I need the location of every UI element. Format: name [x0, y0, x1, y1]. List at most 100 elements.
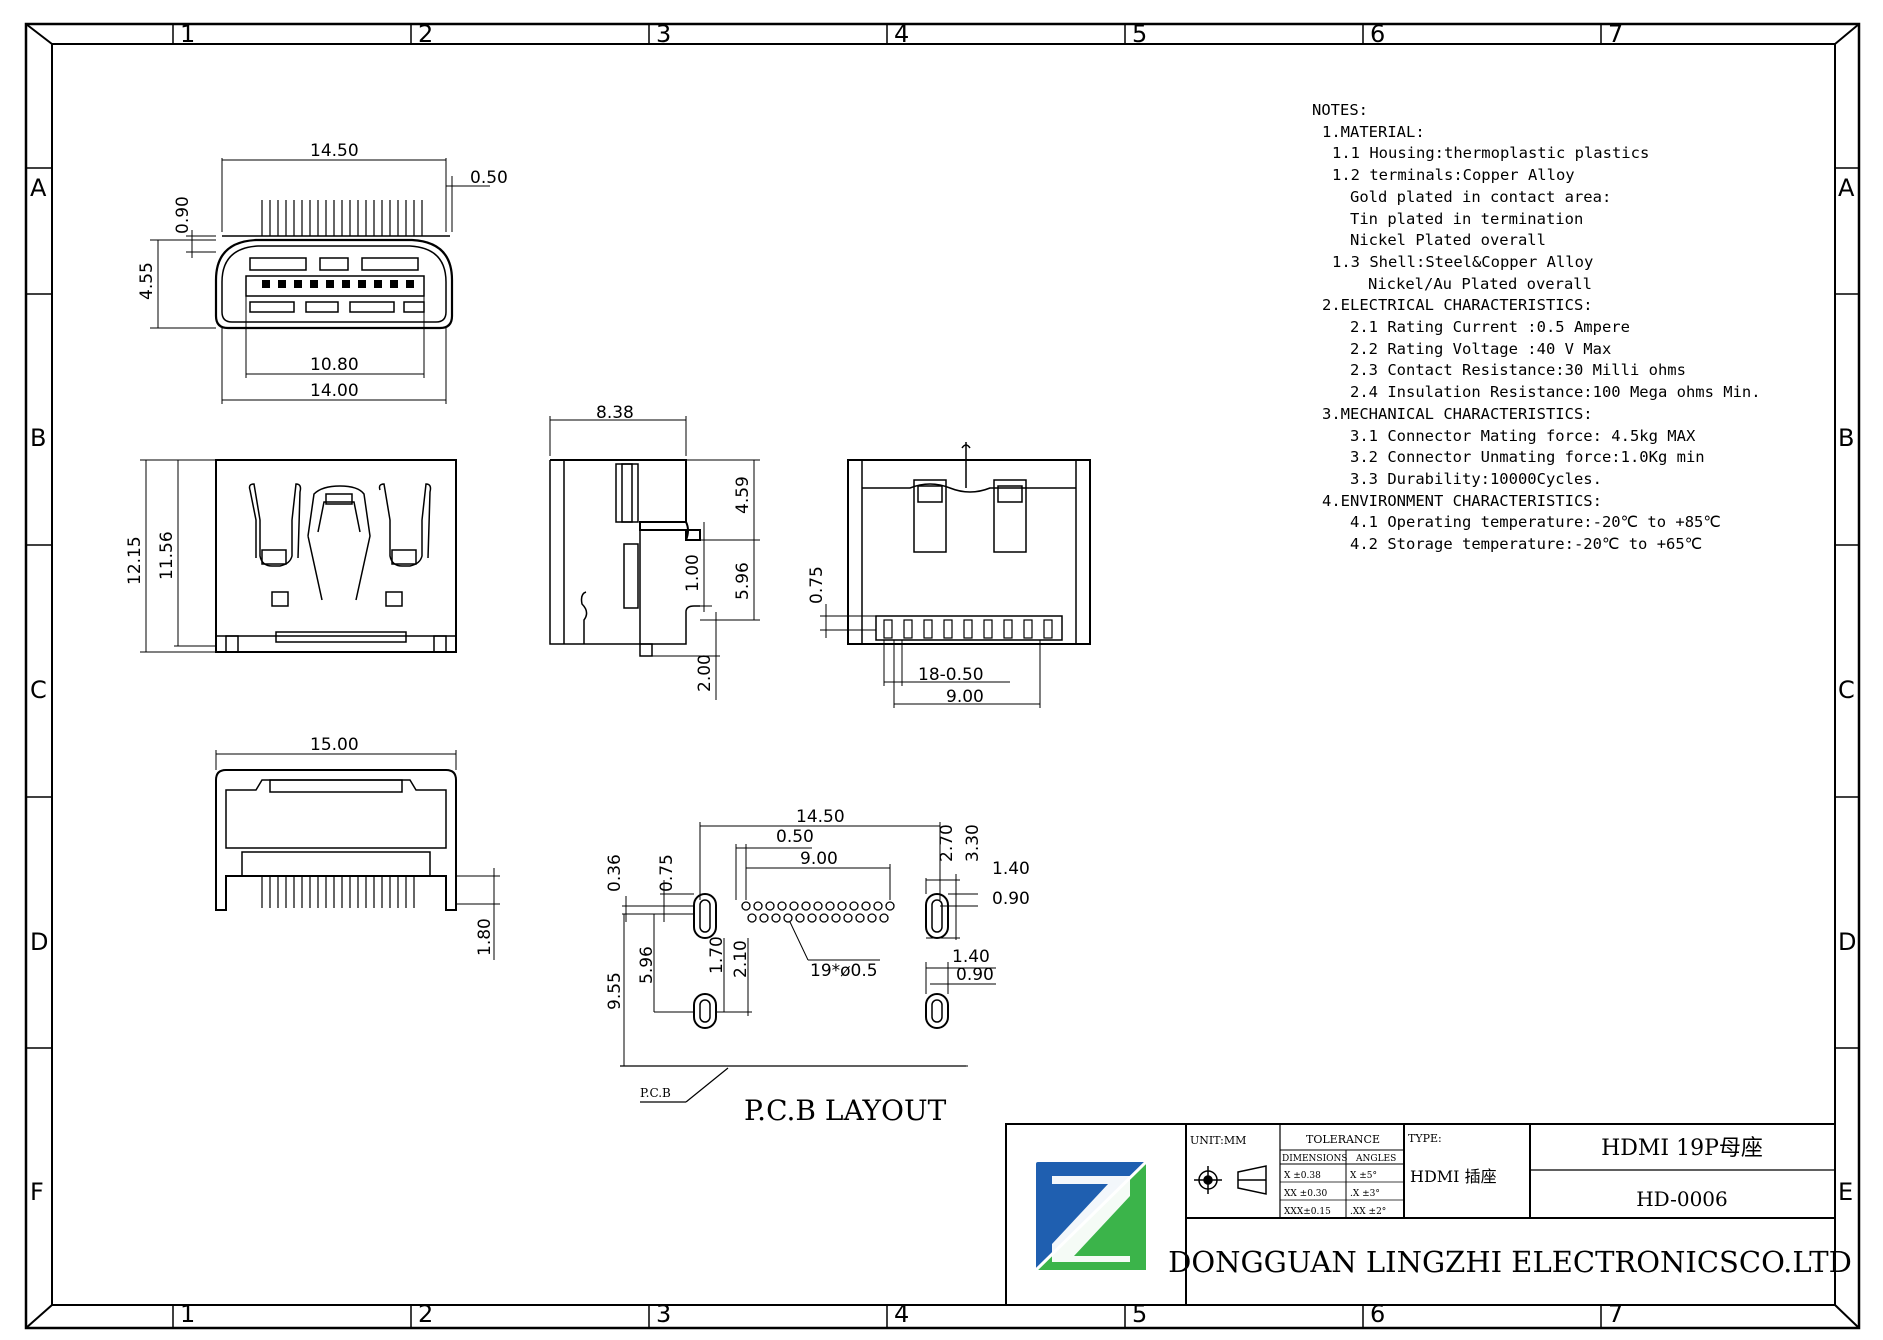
tol-dim-2: XXX±0.15: [1284, 1207, 1331, 1217]
type-value: HDMI 插座: [1410, 1167, 1497, 1186]
note-line: 4.1 Operating temperature:-20℃ to +85℃: [1350, 513, 1721, 532]
dim-pcb-slot-h2: 0.90: [956, 965, 994, 985]
dim-front-inner-width: 10.80: [310, 355, 359, 375]
pcb-layout-title: P.C.B LAYOUT: [744, 1094, 947, 1127]
grid-col-1: 1: [180, 20, 195, 48]
dim-top-body-height: 11.56: [157, 531, 177, 580]
note-line: NOTES:: [1312, 101, 1368, 119]
dim-rear-offset: 0.75: [807, 566, 827, 604]
dim-pcb-slot-w1: 1.40: [992, 859, 1030, 879]
dim-pcb-holes: 19*ø0.5: [810, 961, 878, 981]
note-line: Tin plated in termination: [1350, 209, 1584, 228]
dim-front-bottom-width: 14.00: [310, 381, 359, 401]
dim-pcb-width: 14.50: [796, 807, 845, 827]
dim-side-pin: 2.00: [695, 654, 715, 692]
tol-ang-1: .X ±3°: [1350, 1189, 1380, 1199]
tol-ang-2: .XX ±2°: [1350, 1207, 1386, 1217]
dim-side-slot: 1.00: [683, 554, 703, 592]
grid-col-7-bottom: 7: [1608, 1300, 1623, 1328]
bottom-view: [215, 750, 500, 960]
note-line: Nickel Plated overall: [1350, 231, 1546, 250]
grid-col-2-bottom: 2: [418, 1300, 433, 1328]
grid-col-6-bottom: 6: [1370, 1300, 1385, 1328]
note-line: 1.3 Shell:Steel&Copper Alloy: [1332, 252, 1594, 271]
unit-label: UNIT:MM: [1190, 1134, 1246, 1147]
grid-col-4-bottom: 4: [894, 1300, 909, 1328]
dim-pcb-c: 0.36: [605, 854, 625, 892]
dimensions-header: DIMENSIONS: [1282, 1154, 1348, 1164]
tol-dim-0: X ±0.38: [1284, 1171, 1321, 1181]
notes-block: NOTES: 1.MATERIAL: 1.1 Housing:thermoplast…: [1312, 100, 1832, 556]
front-view-contacts: [262, 280, 414, 288]
dim-pcb-b: 3.30: [963, 824, 983, 862]
outer-frame: [24, 22, 1861, 1330]
dim-rear-pitch: 18-0.50: [918, 665, 984, 685]
dim-front-height: 4.55: [137, 262, 157, 300]
front-view-pins: [261, 200, 423, 236]
grid-row-a: A: [30, 174, 47, 202]
dim-pcb-g: 2.10: [731, 940, 751, 978]
dim-front-width: 14.50: [310, 141, 359, 161]
grid-row-c: C: [30, 676, 47, 704]
dim-side-lower: 5.96: [733, 562, 753, 600]
dim-front-gap: 0.50: [470, 168, 508, 188]
dim-pcb-a: 2.70: [937, 824, 957, 862]
note-line: 4.2 Storage temperature:-20℃ to +65℃: [1350, 535, 1703, 554]
dim-side-depth: 8.38: [596, 403, 634, 423]
dim-bottom-pin: 1.80: [475, 918, 495, 956]
product-name: HDMI 19P母座: [1601, 1136, 1763, 1161]
dim-pcb-d: 0.75: [657, 854, 677, 892]
front-view: [150, 158, 490, 404]
note-line: 3.3 Durability:10000Cycles.: [1350, 469, 1602, 488]
dim-bottom-width: 15.00: [310, 735, 359, 755]
grid-row-a-right: A: [1838, 174, 1855, 202]
projection-symbol-icon: [1194, 1165, 1267, 1195]
dim-pcb-slot-w2: 1.40: [952, 947, 990, 967]
dim-pcb-pitch: 0.50: [776, 827, 814, 847]
tol-ang-0: X ±5°: [1350, 1171, 1377, 1181]
grid-col-1-bottom: 1: [180, 1300, 195, 1328]
grid-col-6: 6: [1370, 20, 1385, 48]
dim-rear-span: 9.00: [946, 687, 984, 707]
grid-col-5: 5: [1132, 20, 1147, 48]
grid-col-7: 7: [1608, 20, 1623, 48]
rear-view-terminals: [883, 619, 1053, 639]
title-block: [1005, 1123, 1836, 1306]
rear-view: [820, 442, 1091, 708]
company-logo: [1034, 1160, 1148, 1272]
part-number: HD-0006: [1636, 1187, 1728, 1211]
note-line: Nickel/Au Plated overall: [1368, 274, 1592, 293]
grid-row-d: D: [30, 928, 48, 956]
note-line: 3.MECHANICAL CHARACTERISTICS:: [1322, 404, 1593, 423]
note-line: 1.MATERIAL:: [1322, 122, 1425, 141]
grid-row-e-right: E: [1838, 1178, 1853, 1206]
grid-row-b-right: B: [1838, 424, 1854, 452]
dim-pcb-f: 1.70: [707, 936, 727, 974]
note-line: 3.1 Connector Mating force: 4.5kg MAX: [1350, 426, 1696, 445]
grid-row-b: B: [30, 424, 46, 452]
dim-side-upper: 4.59: [733, 476, 753, 514]
angles-header: ANGLES: [1355, 1154, 1396, 1164]
note-line: 4.ENVIRONMENT CHARACTERISTICS:: [1322, 491, 1602, 510]
dim-pcb-slot-h1: 0.90: [992, 889, 1030, 909]
grid-col-4: 4: [894, 20, 909, 48]
grid-col-5-bottom: 5: [1132, 1300, 1147, 1328]
type-label: TYPE:: [1408, 1132, 1442, 1145]
note-line: 2.3 Contact Resistance:30 Milli ohms: [1350, 361, 1686, 380]
pcb-holes: [741, 901, 895, 923]
note-line: 3.2 Connector Unmating force:1.0Kg min: [1350, 448, 1705, 467]
grid-row-f: F: [30, 1178, 44, 1206]
note-line: 2.4 Insulation Resistance:100 Mega ohms …: [1350, 383, 1761, 402]
bottom-view-pins: [261, 876, 415, 908]
note-line: 1.2 terminals:Copper Alloy: [1332, 166, 1575, 185]
note-line: 1.1 Housing:thermoplastic plastics: [1332, 144, 1650, 163]
top-view: [140, 459, 457, 653]
note-line: Gold plated in contact area:: [1350, 187, 1612, 206]
grid-ticks: [26, 24, 1859, 1328]
company-name: DONGGUAN LINGZHI ELECTRONICSCO.LTD: [1168, 1245, 1852, 1279]
dim-pcb-e: 5.96: [637, 946, 657, 984]
grid-row-d-right: D: [1838, 928, 1856, 956]
dim-pcb-span: 9.00: [800, 849, 838, 869]
dim-front-pin-height: 0.90: [173, 196, 193, 234]
